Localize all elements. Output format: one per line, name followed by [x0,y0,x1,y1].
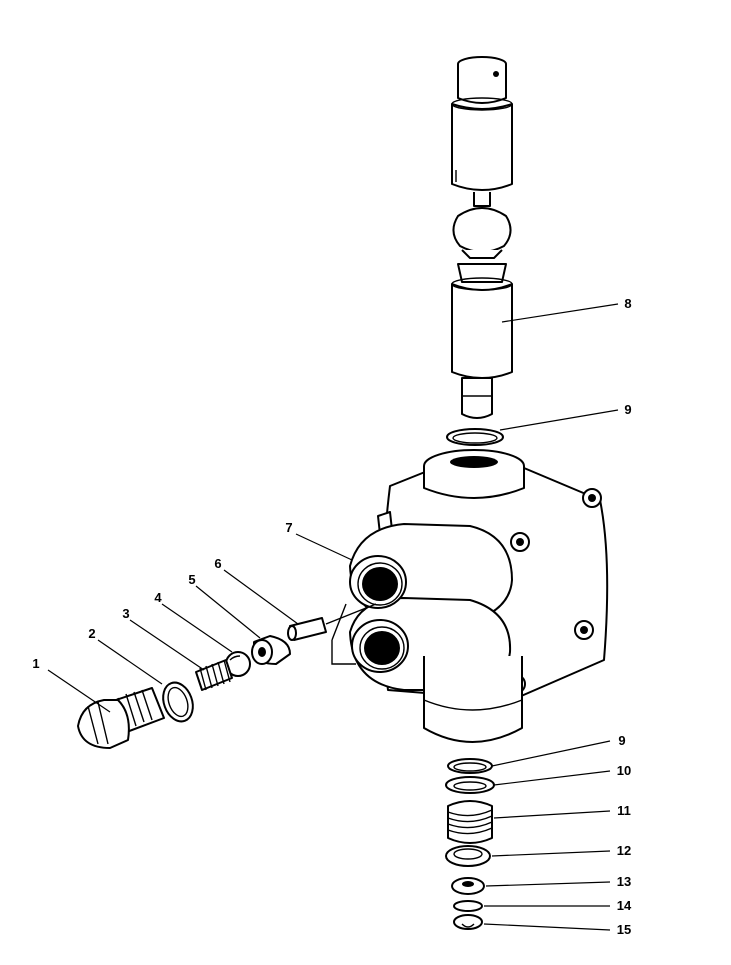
spool-part-8 [451,56,513,419]
callout-9-upper: 9 [624,402,631,417]
callout-13: 13 [617,874,631,889]
oring-part-9-upper [446,428,504,446]
valve-body-part-7 [331,449,609,743]
callout-6: 6 [214,556,221,571]
spring-part-11 [447,800,493,844]
callout-7: 7 [285,520,292,535]
seal-part-13 [451,877,485,895]
callout-5: 5 [188,572,195,587]
leader-lines [47,303,619,931]
plug-part-1 [77,687,165,749]
spring-part-3 [195,659,233,691]
callout-8: 8 [624,296,631,311]
callout-15: 15 [617,922,631,937]
callout-1: 1 [32,656,39,671]
oring-part-2 [162,681,194,723]
callout-2: 2 [88,626,95,641]
retainer-part-12 [445,845,491,867]
pin-part-6 [287,603,377,641]
callout-9-lower: 9 [618,733,625,748]
callout-3: 3 [122,606,129,621]
poppet-part-5 [251,635,291,665]
callout-10: 10 [617,763,631,778]
callout-11: 11 [617,803,631,818]
callout-12: 12 [617,843,631,858]
callout-14: 14 [617,898,632,913]
ring-part-15 [453,914,483,930]
callout-4: 4 [154,590,162,605]
oring-part-9-lower [447,758,493,774]
washer-part-14 [453,900,483,912]
washer-part-10 [445,776,495,794]
